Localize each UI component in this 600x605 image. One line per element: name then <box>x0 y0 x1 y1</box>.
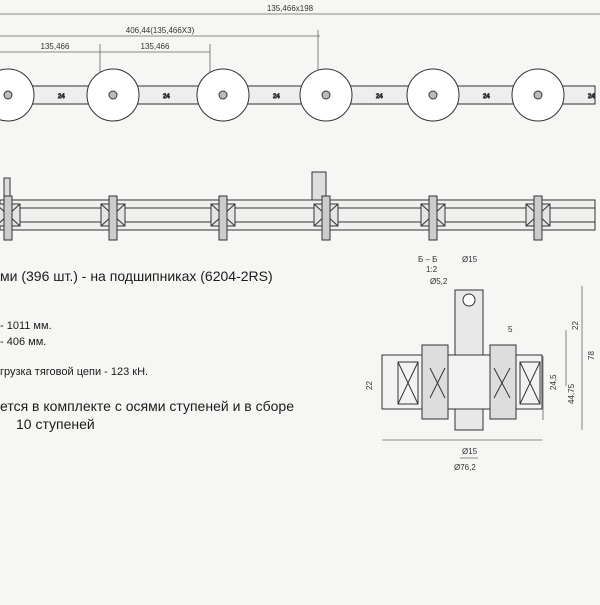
step-axle <box>428 195 438 241</box>
note-steps: 10 ступеней <box>16 416 95 432</box>
roller-pin <box>321 90 331 100</box>
dim-w-roller: Ø76,2 <box>454 463 476 472</box>
note-length: - 1011 мм. <box>0 320 52 332</box>
roller-pin <box>3 90 13 100</box>
note-width: - 406 мм. <box>0 336 47 348</box>
section-scale: 1:2 <box>426 265 438 274</box>
step-axle <box>3 195 13 241</box>
step-axle <box>108 195 118 241</box>
link-mark: 24 <box>163 94 170 100</box>
step-axle <box>218 195 228 241</box>
dim-hole-dia: Ø5,2 <box>430 277 448 286</box>
link-mark: 24 <box>58 94 65 100</box>
dim-top-dia: Ø15 <box>462 255 478 264</box>
dim-h-mid: 24,5 <box>549 374 558 390</box>
roller-wheel <box>0 68 35 122</box>
step-axle <box>321 195 331 241</box>
step-axle <box>533 195 543 241</box>
pitch-1-text: 135,466 <box>41 42 70 51</box>
roller-pin <box>533 90 543 100</box>
overall-dimension <box>0 13 600 90</box>
overall-dimension-text: 135,466x198 <box>267 4 314 13</box>
section-label: Б – Б <box>418 255 437 264</box>
dim-w-inner: Ø15 <box>462 447 478 456</box>
dim-d-small: 5 <box>508 325 513 334</box>
link-mark: 24 <box>273 94 280 100</box>
link-mark: 24 <box>588 94 595 100</box>
chain-top-view: 24 24 24 24 24 24 <box>0 68 596 122</box>
chain-side-view <box>0 171 596 241</box>
note-load: грузка тяговой цепи - 123 кН. <box>0 366 149 378</box>
note-assembly: ется в комплекте с осями ступеней и в сб… <box>0 398 294 414</box>
dim-h-right: 44,75 <box>567 383 576 404</box>
roller-pin <box>218 90 228 100</box>
link-mark: 24 <box>483 94 490 100</box>
pitch-2-text: 135,466 <box>141 42 170 51</box>
pitch-total-text: 406,44(135,466X3) <box>126 26 195 35</box>
dim-h-left: 22 <box>365 381 374 390</box>
dim-h-top: 22 <box>571 321 580 330</box>
note-bearings: ми (396 шт.) - на подшипниках (6204-2RS) <box>0 268 273 284</box>
link-mark: 24 <box>376 94 383 100</box>
section-bb <box>381 286 583 459</box>
roller-pin <box>108 90 118 100</box>
roller-pin <box>428 90 438 100</box>
dim-h-total: 78 <box>587 351 596 360</box>
